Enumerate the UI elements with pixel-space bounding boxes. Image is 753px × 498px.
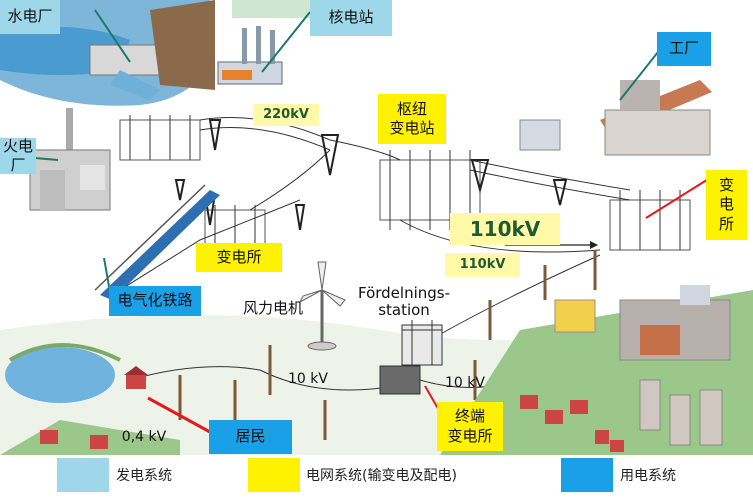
hub-substation-label: 枢纽 变电站: [378, 94, 446, 144]
power-system-illustration: [0, 0, 753, 455]
lake-residential-illustration: [5, 343, 148, 403]
terminal-substation-label: 终端 变电所: [437, 402, 503, 451]
residential-lower-left-illustration: [0, 420, 180, 455]
legend-label-grid: 电网系统(输变电及配电): [306, 468, 457, 484]
voltage-110kv-small: 110kV: [445, 253, 520, 277]
switchyard-left: [119, 115, 201, 161]
substation-right-label: 变 电 所: [706, 170, 747, 240]
substation-left-label: 变电所: [196, 243, 282, 272]
voltage-110kv-large: 110kV: [450, 213, 560, 245]
legend-swatch-grid: [248, 458, 300, 492]
residents-label: 居民: [209, 420, 292, 454]
wooden-poles: [178, 250, 597, 440]
voltage-0-4kv: 0,4 kV: [121, 428, 167, 445]
hydro-plant-label: 水电厂: [0, 0, 60, 34]
direction-arrow: [505, 241, 598, 249]
voltage-220kv: 220kV: [253, 104, 319, 126]
factory-illustration: [519, 80, 712, 156]
thermal-plant-illustration: [29, 108, 111, 211]
legend-label-consumption: 用电系统: [620, 468, 676, 484]
thermal-plant-label: 火电厂: [0, 137, 36, 174]
legend-swatch-consumption: [561, 458, 613, 492]
pylons: [174, 119, 568, 231]
voltage-10kv-right: 10 kV: [445, 374, 485, 391]
railway-illustration: [94, 184, 220, 300]
voltage-10kv-left: 10 kV: [288, 370, 328, 387]
nuclear-plant-label: 核电站: [310, 0, 392, 36]
wind-turbine-label: 风力电机: [242, 299, 303, 318]
distribution-station-label: Fördelnings- station: [357, 283, 451, 319]
electric-railway-label: 电气化铁路: [109, 286, 201, 316]
factory-label: 工厂: [657, 32, 711, 66]
substation-right-illustration: [609, 190, 691, 251]
legend: 发电系统 电网系统(输变电及配电) 用电系统: [0, 458, 753, 492]
town-illustration: [440, 285, 753, 455]
legend-label-generation: 发电系统: [116, 468, 172, 484]
wind-turbine-illustration: [298, 261, 346, 351]
distribution-station-illustration: [379, 320, 443, 395]
legend-swatch-generation: [57, 458, 109, 492]
